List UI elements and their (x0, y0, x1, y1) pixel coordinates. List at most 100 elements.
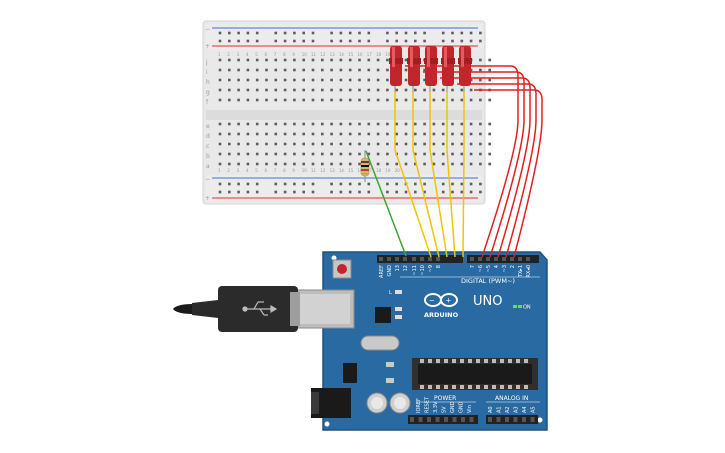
breadboard-hole[interactable] (330, 142, 333, 146)
rail-hole[interactable] (386, 182, 389, 186)
breadboard-hole[interactable] (265, 152, 268, 156)
analog-pin-hole[interactable] (496, 417, 501, 422)
rail-hole[interactable] (246, 190, 250, 194)
breadboard-hole[interactable] (423, 98, 426, 102)
rail-hole[interactable] (311, 31, 315, 35)
rail-hole[interactable] (283, 182, 287, 186)
breadboard-hole[interactable] (414, 152, 417, 156)
digital-pin-hole[interactable] (494, 257, 498, 261)
breadboard-hole[interactable] (228, 122, 231, 126)
breadboard-hole[interactable] (293, 132, 296, 136)
breadboard-hole[interactable] (404, 152, 408, 156)
rail-hole[interactable] (367, 190, 371, 194)
rail-hole[interactable] (237, 31, 240, 35)
rail-hole[interactable] (367, 31, 371, 35)
breadboard-hole[interactable] (218, 98, 222, 102)
breadboard-hole[interactable] (274, 78, 278, 82)
analog-pin-hole[interactable] (488, 417, 492, 422)
breadboard-hole[interactable] (274, 162, 278, 166)
breadboard-hole[interactable] (451, 162, 454, 166)
breadboard-hole[interactable] (479, 68, 482, 72)
breadboard-hole[interactable] (283, 78, 287, 82)
rail-hole[interactable] (460, 182, 464, 186)
breadboard-hole[interactable] (321, 152, 324, 156)
breadboard-hole[interactable] (283, 98, 287, 102)
breadboard-hole[interactable] (283, 122, 287, 126)
breadboard-hole[interactable] (339, 78, 343, 82)
breadboard-hole[interactable] (469, 142, 473, 146)
rail-hole[interactable] (274, 31, 278, 35)
breadboard-hole[interactable] (321, 162, 324, 166)
breadboard-hole[interactable] (423, 162, 426, 166)
led[interactable] (407, 46, 421, 92)
breadboard-hole[interactable] (479, 122, 482, 126)
wire-yellow[interactable] (412, 92, 440, 258)
rail-hole[interactable] (246, 31, 250, 35)
rail-hole[interactable] (274, 39, 278, 43)
breadboard-hole[interactable] (432, 152, 436, 156)
breadboard-hole[interactable] (228, 68, 231, 72)
rail-hole[interactable] (414, 31, 417, 35)
breadboard-hole[interactable] (293, 152, 296, 156)
breadboard-hole[interactable] (255, 152, 259, 156)
digital-pin-hole[interactable] (420, 257, 424, 261)
breadboard-hole[interactable] (404, 98, 408, 102)
rail-hole[interactable] (293, 182, 296, 186)
rail-hole[interactable] (451, 182, 454, 186)
breadboard-hole[interactable] (283, 142, 287, 146)
breadboard-hole[interactable] (451, 98, 454, 102)
breadboard-hole[interactable] (228, 142, 231, 146)
rail-hole[interactable] (339, 182, 343, 186)
breadboard-hole[interactable] (348, 162, 352, 166)
breadboard-hole[interactable] (395, 88, 398, 92)
breadboard-hole[interactable] (479, 58, 482, 62)
rail-hole[interactable] (451, 190, 454, 194)
breadboard-hole[interactable] (339, 88, 343, 92)
breadboard-hole[interactable] (293, 122, 296, 126)
breadboard-hole[interactable] (367, 58, 371, 62)
breadboard-hole[interactable] (358, 88, 361, 92)
breadboard-hole[interactable] (367, 142, 371, 146)
breadboard-hole[interactable] (265, 142, 268, 146)
rail-hole[interactable] (441, 31, 445, 35)
breadboard-hole[interactable] (339, 98, 343, 102)
breadboard-hole[interactable] (488, 78, 491, 82)
breadboard-hole[interactable] (348, 98, 352, 102)
rail-hole[interactable] (293, 39, 296, 43)
rail-hole[interactable] (423, 31, 426, 35)
breadboard-hole[interactable] (479, 132, 482, 136)
breadboard-hole[interactable] (348, 58, 352, 62)
rail-hole[interactable] (228, 39, 231, 43)
breadboard-hole[interactable] (302, 142, 305, 146)
rail-hole[interactable] (386, 190, 389, 194)
rail-hole[interactable] (386, 39, 389, 43)
wire-red[interactable] (457, 83, 537, 258)
breadboard-hole[interactable] (311, 122, 315, 126)
digital-header-pins[interactable] (379, 257, 530, 261)
breadboard-hole[interactable] (414, 88, 417, 92)
breadboard-hole[interactable] (432, 88, 436, 92)
breadboard-hole[interactable] (274, 122, 278, 126)
wire-red[interactable] (405, 65, 519, 258)
breadboard-hole[interactable] (367, 98, 371, 102)
breadboard-hole[interactable] (414, 122, 417, 126)
breadboard-hole[interactable] (358, 68, 361, 72)
breadboard-hole[interactable] (441, 88, 445, 92)
breadboard-hole[interactable] (358, 98, 361, 102)
analog-pin-hole[interactable] (513, 417, 518, 422)
breadboard-hole[interactable] (441, 162, 445, 166)
breadboard-hole[interactable] (330, 78, 333, 82)
breadboard-hole[interactable] (339, 142, 343, 146)
rail-hole[interactable] (237, 190, 240, 194)
rail-hole[interactable] (218, 31, 222, 35)
breadboard-hole[interactable] (302, 152, 305, 156)
breadboard-hole[interactable] (488, 152, 491, 156)
led[interactable] (458, 46, 472, 92)
breadboard-hole[interactable] (432, 142, 436, 146)
breadboard-hole[interactable] (228, 78, 231, 82)
breadboard-hole[interactable] (311, 162, 315, 166)
breadboard-hole[interactable] (376, 142, 380, 146)
breadboard-hole[interactable] (237, 78, 240, 82)
rail-hole[interactable] (469, 39, 473, 43)
